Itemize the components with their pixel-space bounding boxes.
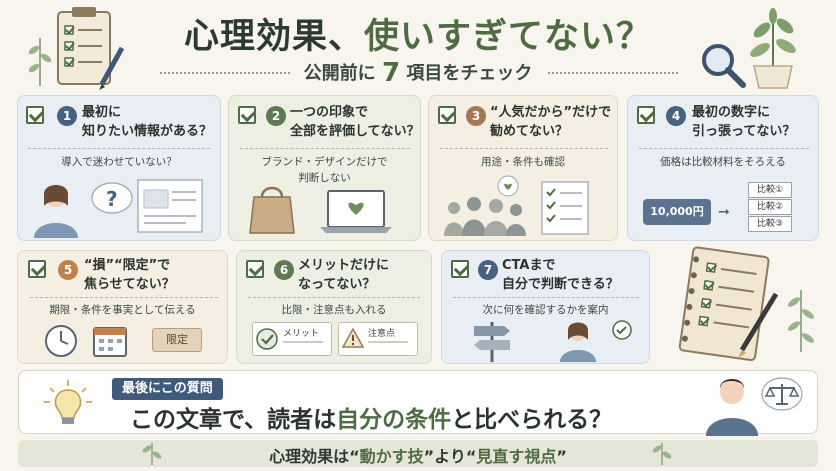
leaf-icon: [652, 443, 672, 465]
notebook-icon: [678, 246, 779, 361]
card-description: 価格は比較材料をそろえる: [660, 156, 786, 168]
card-description: 導入で迷わせていない？: [61, 156, 177, 168]
card-title: “人気だから”だけで勧めてない？: [490, 105, 612, 139]
plant-icon: [750, 8, 796, 89]
page-title: 心理効果、使いすぎてない？: [0, 8, 836, 59]
checkbox-icon: [637, 106, 655, 124]
caution-label: 注意点: [368, 329, 396, 339]
card-title: 最初に知りたい情報がある？: [82, 105, 213, 139]
footer-text: 心理効果は“動かす技”より“見直す視点”: [269, 447, 567, 466]
arrow-right-icon: ➞: [718, 204, 730, 220]
compare-box-2: 比較②: [748, 199, 792, 215]
divider: [453, 297, 639, 298]
checkbox-icon: [246, 260, 264, 278]
final-question-text: この文章で、読者は自分の条件と比べられる？: [130, 407, 613, 433]
card-description: 次に何を確認するかを案内: [482, 304, 609, 316]
title-part-2: 使いすぎてない？: [364, 17, 653, 57]
bag-and-laptop-illustration: [249, 186, 392, 234]
checkbox-icon: [438, 106, 456, 124]
item-number-badge: 3: [466, 106, 486, 126]
confused-person-illustration: ?: [34, 179, 203, 238]
card-description: 期限・条件を事実として伝える: [49, 304, 196, 316]
leaf-icon: [28, 38, 52, 86]
checkbox-icon: [451, 260, 469, 278]
crowd-illustration: [444, 175, 589, 236]
subtitle-number: 7: [381, 58, 401, 88]
limited-tag: 限定: [152, 328, 202, 352]
card-title: “損”“限定”で焦らせてない？: [84, 258, 175, 292]
merit-label: メリット: [283, 329, 320, 339]
card-title: メリットだけになってない？: [298, 258, 390, 292]
signpost-and-person-illustration: [474, 320, 632, 362]
final-question-tag: 最後にこの質問: [112, 378, 223, 400]
title-part-1: 心理効果、: [183, 17, 364, 57]
item-number-badge: 5: [58, 260, 78, 280]
price-tag: 10,000円: [643, 199, 711, 225]
merit-line: [283, 341, 323, 343]
compare-box-3: 比較③: [748, 216, 792, 232]
item-number-badge: 1: [57, 106, 77, 126]
card-description: ブランド・デザインだけで判断しない: [261, 156, 388, 184]
divider: [639, 148, 809, 149]
lightbulb-icon: [44, 380, 92, 424]
check-circle-icon: [256, 328, 278, 350]
item-number-badge: 6: [274, 260, 294, 280]
thinking-person-illustration: [706, 377, 803, 436]
caution-line: [368, 341, 408, 343]
divider: [440, 148, 608, 149]
warning-icon: [341, 327, 365, 348]
item-number-badge: 7: [478, 260, 498, 280]
item-number-badge: 4: [666, 106, 686, 126]
card-title: 一つの印象で全部を評価してない？: [290, 105, 420, 139]
subtitle-divider-right: [548, 72, 678, 74]
checkbox-icon: [26, 106, 44, 124]
svg-text:?: ?: [106, 187, 118, 211]
leaf-icon: [142, 443, 162, 465]
subtitle-divider-left: [160, 72, 290, 74]
divider: [30, 297, 218, 298]
compare-box-1: 比較①: [748, 182, 792, 198]
card-description: 比限・注意点も入れる: [281, 304, 387, 316]
card-title: CTAまで自分で判断できる？: [502, 258, 619, 292]
magnifier-icon: [702, 44, 746, 88]
check-card-3: [428, 95, 618, 241]
leaf-icon: [788, 290, 814, 352]
subtitle: 公開前に 7 項目をチェック: [303, 58, 533, 88]
divider: [248, 297, 420, 298]
merit-panel: [252, 322, 332, 356]
item-number-badge: 2: [266, 106, 286, 126]
divider: [240, 148, 410, 149]
clipboard-icon: [57, 7, 125, 90]
footer-banner: [18, 440, 818, 467]
checkbox-icon: [238, 106, 256, 124]
card-description: 用途・条件も確認: [481, 156, 565, 168]
divider: [28, 148, 210, 149]
card-title: 最初の数字に引っ張ってない？: [692, 105, 796, 139]
clock-and-calendar-illustration: [45, 325, 127, 357]
checkbox-icon: [28, 260, 46, 278]
